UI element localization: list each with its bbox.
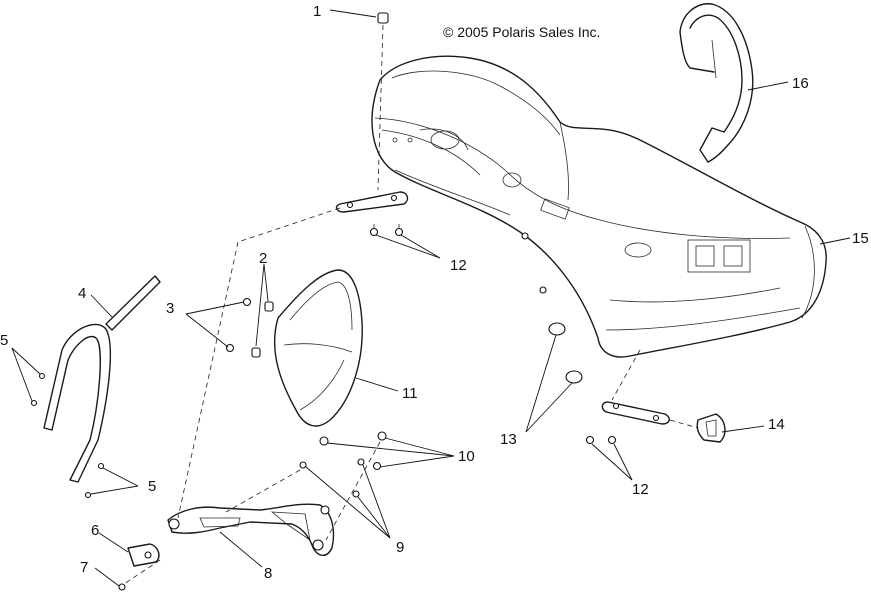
callout-6: 6 <box>91 522 99 539</box>
mounting-plate-part-8 <box>167 503 335 556</box>
callout-2: 2 <box>259 250 267 267</box>
callout-5-left: 5 <box>0 332 8 349</box>
callout-7: 7 <box>80 559 88 576</box>
callout-16: 16 <box>792 75 809 92</box>
mounting-strip-lower <box>601 401 670 425</box>
hardware-fasteners <box>30 12 617 591</box>
callout-11: 11 <box>402 385 418 402</box>
callout-12-lower: 12 <box>632 481 649 498</box>
callout-15: 15 <box>852 230 869 247</box>
assembly-lines <box>123 24 699 585</box>
copyright-notice: © 2005 Polaris Sales Inc. <box>443 24 600 40</box>
backrest-bracket-part-4 <box>43 275 161 483</box>
callout-3: 3 <box>166 300 174 317</box>
callout-4: 4 <box>78 285 86 302</box>
callout-13: 13 <box>500 431 517 448</box>
backrest-pad-part-11 <box>273 269 363 427</box>
callout-12-upper: 12 <box>450 257 467 274</box>
leader-lines <box>11 9 851 587</box>
callout-9: 9 <box>396 539 404 556</box>
seat-strap-part-16 <box>679 3 754 163</box>
callout-10: 10 <box>458 448 475 465</box>
mounting-strip-upper <box>335 191 409 213</box>
callout-numbers: 1 2 3 4 5 5 6 7 8 9 10 11 12 12 13 14 15… <box>0 3 869 582</box>
latch-clip-part-6 <box>127 543 160 567</box>
callout-1: 1 <box>313 3 321 20</box>
callout-14: 14 <box>768 416 785 433</box>
clip-part-14 <box>696 413 726 443</box>
callout-5-right: 5 <box>148 478 156 495</box>
seat-part-15 <box>371 55 827 358</box>
callout-8: 8 <box>264 565 272 582</box>
